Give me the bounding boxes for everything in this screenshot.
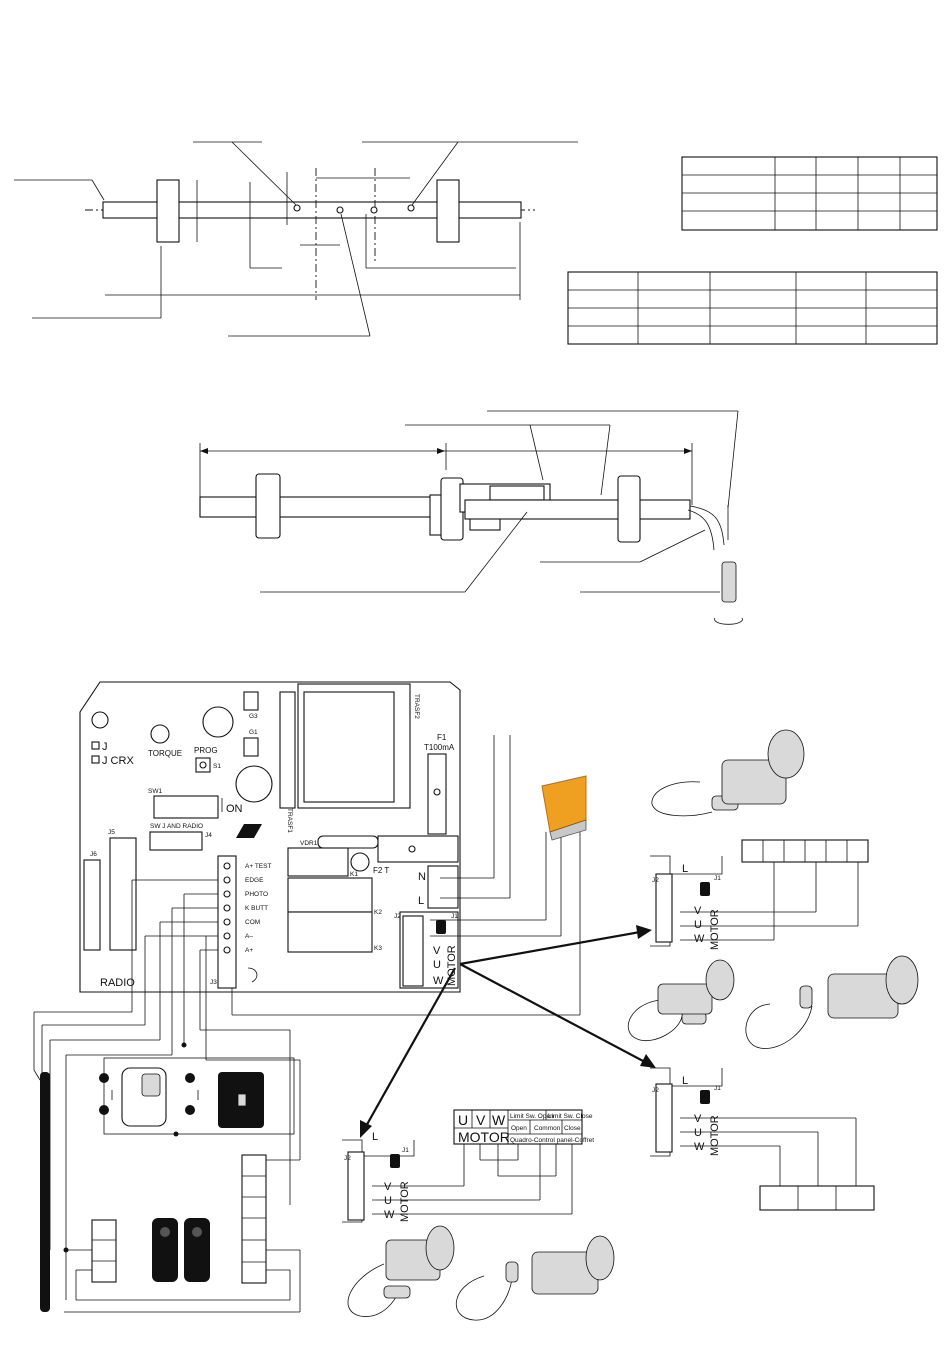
motor-photo-2 — [627, 959, 735, 1042]
k3-label: K3 — [374, 945, 382, 952]
vdr1-label: VDR1 — [300, 840, 318, 847]
u-terminal-label: U — [433, 959, 441, 971]
spec-table-2 — [567, 271, 938, 345]
motor-connector-2: L J1 J2 V U W MOTOR — [650, 1067, 875, 1211]
c1-w-label: W — [694, 933, 705, 945]
motor-connector-3: L J1 J2 V U W MOTOR — [342, 1131, 573, 1223]
f1-label: F1 — [437, 733, 447, 742]
torque-label: TORQUE — [148, 749, 182, 758]
c2-l-label: L — [682, 1075, 688, 1087]
panel-quadro: Quadro-Control panel-Coffret — [510, 1137, 594, 1144]
motor-photo-3 — [745, 955, 919, 1049]
terminal-a-minus: A– — [245, 933, 253, 940]
spec-table-1 — [681, 156, 938, 231]
c1-j2-label: J2 — [652, 877, 659, 884]
c1-l-label: L — [682, 863, 688, 875]
k1-label: K1 — [350, 871, 358, 878]
c1-motor-label: MOTOR — [709, 909, 721, 950]
c3-v-label: V — [384, 1181, 392, 1193]
j3-label: J3 — [210, 979, 217, 986]
c2-motor-label: MOTOR — [709, 1115, 721, 1156]
panel-limit-open: Limit Sw. Open — [510, 1113, 554, 1120]
w-terminal-label: W — [433, 975, 444, 987]
jumper-crx-box[interactable] — [91, 755, 100, 764]
f2-label: F2 T — [373, 866, 389, 875]
k2-label: K2 — [374, 909, 382, 916]
c1-u-label: U — [694, 919, 702, 931]
c3-u-label: U — [384, 1195, 392, 1207]
s1-label: S1 — [213, 763, 221, 770]
j1-label: J1 — [451, 913, 458, 920]
c3-motor-label: MOTOR — [399, 1181, 411, 1222]
sw-j-radio-label: SW J AND RADIO — [150, 823, 203, 830]
f1-value: T100mA — [424, 743, 455, 752]
control-board: J J CRX TORQUE PROG S1 G3 G1 TRASF2 TRAS… — [79, 681, 461, 993]
c3-w-label: W — [384, 1209, 395, 1221]
c1-v-label: V — [694, 905, 702, 917]
panel-w-label: W — [492, 1112, 506, 1128]
panel-open: Open — [511, 1125, 527, 1132]
panel-limit-close: Limit Sw. Close — [548, 1113, 593, 1120]
c3-j2-label: J2 — [344, 1155, 351, 1162]
c2-j2-label: J2 — [652, 1087, 659, 1094]
panel-close: Close — [564, 1125, 581, 1132]
l-terminal-label: L — [418, 895, 424, 907]
on-label: ON — [226, 803, 243, 815]
sw1-dip-switch[interactable] — [153, 795, 219, 819]
sw1-label: SW1 — [148, 788, 162, 795]
motor-terminal-j2[interactable] — [402, 915, 424, 987]
g1-label: G1 — [249, 729, 258, 736]
crx-chip — [236, 824, 262, 838]
c2-j1-label: J1 — [714, 1085, 721, 1092]
motor-shaft-drawing — [199, 410, 743, 625]
photocell-terminals — [91, 1154, 267, 1284]
terminal-a-test: A+ TEST — [245, 863, 271, 870]
c2-u-label: U — [694, 1127, 702, 1139]
photocell-rx — [184, 1218, 210, 1282]
shaft-dimension-drawing — [14, 141, 578, 337]
n-terminal-label: N — [418, 871, 426, 883]
panel-v-label: V — [476, 1112, 486, 1128]
torque-trimmer[interactable] — [150, 724, 170, 744]
trasf2-label: TRASF2 — [413, 694, 420, 719]
c3-j1-label: J1 — [402, 1147, 409, 1154]
c2-w-label: W — [694, 1141, 705, 1153]
jumper-j-box[interactable] — [91, 741, 100, 750]
motor-photo-5 — [456, 1235, 615, 1321]
key-switch-wiring — [99, 1042, 295, 1137]
terminal-edge: EDGE — [245, 877, 264, 884]
flashing-lamp — [541, 775, 587, 841]
c3-l-label: L — [372, 1131, 378, 1143]
jumper-j-label: J — [102, 741, 108, 753]
v-terminal-label: V — [433, 945, 441, 957]
j2-label: J2 — [394, 913, 401, 920]
safety-edge — [33, 1069, 50, 1312]
motor-photo-4 — [347, 1225, 455, 1317]
terminal-com: COM — [245, 919, 260, 926]
j5-label: J5 — [108, 829, 115, 836]
j4-label: J4 — [205, 832, 212, 839]
motor-photo-1 — [651, 729, 805, 817]
terminal-k-butt: K BUTT — [245, 905, 268, 912]
prog-label: PROG — [194, 746, 218, 755]
terminal-photo: PHOTO — [245, 891, 268, 898]
motor-connector-1: L J1 J2 V U W MOTOR — [650, 839, 869, 950]
motor-label: MOTOR — [446, 945, 458, 986]
panel-motor-label: MOTOR — [458, 1129, 510, 1145]
j1-jumper[interactable] — [436, 920, 446, 934]
j6-label: J6 — [90, 851, 97, 858]
c1-j1-label: J1 — [714, 875, 721, 882]
photocell-tx — [152, 1218, 178, 1282]
trasf1-label: TRASF1 — [286, 808, 293, 833]
jumper-crx-label: J CRX — [102, 755, 134, 767]
panel-u-label: U — [458, 1112, 468, 1128]
motor-connection-arrows — [360, 925, 656, 1138]
terminal-a-plus: A+ — [245, 947, 253, 954]
g3-label: G3 — [249, 713, 258, 720]
motor-control-panel-table: U V W MOTOR Limit Sw. Open Limit Sw. Clo… — [453, 1109, 594, 1145]
radio-label: RADIO — [100, 977, 135, 989]
panel-common: Common — [534, 1125, 561, 1132]
c2-v-label: V — [694, 1113, 702, 1125]
